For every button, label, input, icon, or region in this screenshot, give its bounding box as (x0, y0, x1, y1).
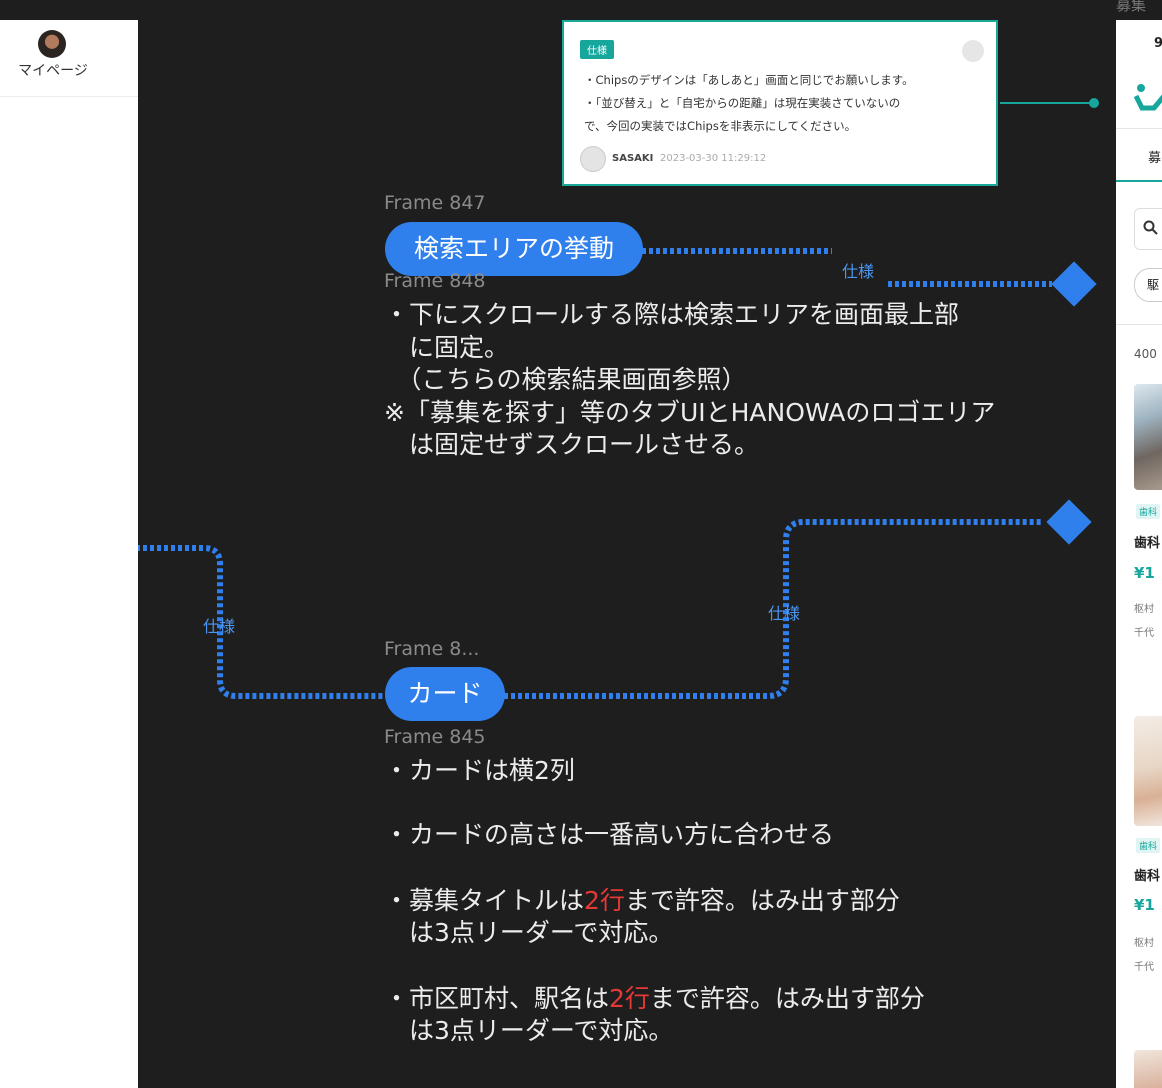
search-icon (1143, 220, 1158, 235)
card-location: 千代 (1134, 628, 1154, 639)
note-line: ・募集タイトルは2行まで許容。はみ出す部分 (384, 886, 900, 915)
note-line: ・カードの高さは一番高い方に合わせる (384, 820, 835, 849)
card-pill[interactable]: カード (385, 667, 505, 721)
card-thumbnail[interactable] (1134, 384, 1162, 490)
card-thumbnail[interactable] (1134, 716, 1162, 826)
card-badge: 歯科 (1136, 838, 1161, 853)
search-input[interactable] (1134, 208, 1162, 250)
card-badge: 歯科 (1136, 504, 1161, 519)
note-line: ・カードは横2列 (384, 756, 575, 785)
diamond-node-icon[interactable] (1051, 261, 1097, 307)
frame-label: Frame 845 (384, 726, 486, 748)
logo-icon (1134, 84, 1162, 111)
comment-author: SASAKI (612, 153, 654, 164)
note-line: は3点リーダーで対応。 (384, 1016, 674, 1045)
note-line: に固定。 (384, 333, 510, 362)
frame-label: Frame 8... (384, 638, 480, 660)
right-frame-title: 募集 (1116, 0, 1147, 14)
divider (1116, 324, 1162, 325)
right-app-frame: 9 募 駆 400 歯科 歯科 ¥1 枢村 千代 歯科 歯科 ¥1 枢村 千代 (1116, 20, 1162, 1088)
spec-label[interactable]: 仕様 (842, 262, 875, 281)
note-line: ※「募集を探す」等のタブUIとHANOWAのロゴエリア (384, 398, 996, 427)
note-line: ・市区町村、駅名は2行まで許容。はみ出す部分 (384, 984, 925, 1013)
note-line: ・下にスクロールする際は検索エリアを画面最上部 (384, 300, 960, 329)
spec-label[interactable]: 仕様 (768, 604, 801, 623)
comment-line: で、今回の実装ではChipsを非表示にしてください。 (584, 119, 857, 133)
card-price: ¥1 (1134, 564, 1155, 582)
card-location: 枢村 (1134, 938, 1154, 949)
avatar[interactable] (38, 30, 66, 58)
close-icon[interactable] (962, 40, 984, 62)
note-line: は固定せずスクロールさせる。 (384, 430, 760, 459)
frame-label: Frame 847 (384, 192, 486, 214)
right-header-text: 9 (1154, 36, 1162, 51)
mypage-label[interactable]: マイページ (18, 63, 88, 79)
divider (1116, 128, 1162, 129)
result-count: 400 (1134, 347, 1157, 361)
comment-author-avatar (580, 146, 606, 172)
tab-search[interactable]: 募 (1148, 151, 1162, 166)
connector-dot-icon (1089, 98, 1099, 108)
spec-label[interactable]: 仕様 (203, 617, 236, 636)
search-behavior-pill[interactable]: 検索エリアの挙動 (385, 222, 643, 276)
card-price: ¥1 (1134, 896, 1155, 914)
highlight-text: 2行 (584, 886, 625, 915)
tab-indicator (1116, 180, 1162, 182)
note-line: （こちらの検索結果画面参照） (384, 365, 747, 394)
comment-tag: 仕様 (580, 40, 614, 59)
comment-date: 2023-03-30 11:29:12 (660, 153, 767, 164)
comment-line: ・Chipsのデザインは「あしあと」画面と同じでお願いします。 (584, 73, 914, 87)
card-title[interactable]: 歯科 (1134, 536, 1161, 551)
card-thumbnail[interactable] (1134, 1050, 1162, 1088)
frame-label: Frame 848 (384, 270, 486, 292)
diamond-node-icon[interactable] (1046, 499, 1092, 545)
card-location: 枢村 (1134, 604, 1154, 615)
highlight-text: 2行 (609, 984, 650, 1013)
comment-card[interactable]: 仕様 ・Chipsのデザインは「あしあと」画面と同じでお願いします。 ・「並び替… (562, 20, 998, 186)
filter-chip[interactable]: 駆 (1134, 268, 1162, 302)
comment-line: ・「並び替え」と「自宅からの距離」は現在実装さていないの (584, 96, 901, 110)
card-location: 千代 (1134, 962, 1154, 973)
note-line: は3点リーダーで対応。 (384, 918, 674, 947)
left-app-frame: マイページ (0, 20, 138, 1088)
card-title[interactable]: 歯科 (1134, 869, 1161, 884)
left-header: マイページ (0, 20, 138, 97)
